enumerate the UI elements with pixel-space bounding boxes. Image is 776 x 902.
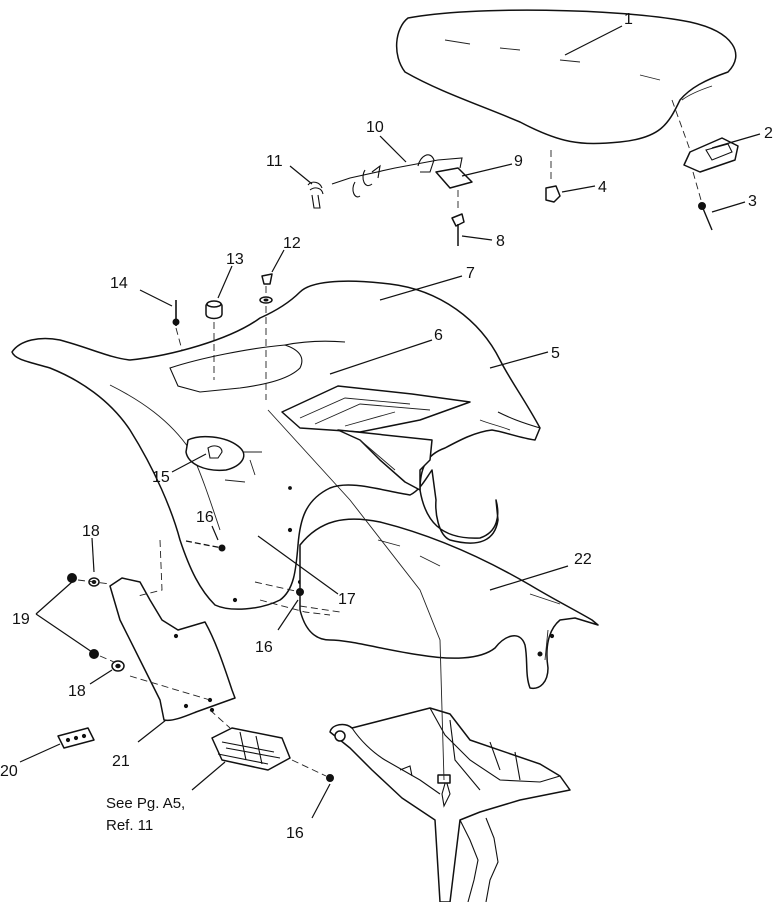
- callout-2: 2: [764, 125, 773, 142]
- part-latch-cable: [331, 154, 463, 198]
- part-frame: [329, 707, 571, 902]
- callout-15: 15: [152, 469, 170, 486]
- callout-16-bottom: 16: [286, 825, 304, 842]
- callout-1: 1: [624, 11, 633, 28]
- part-screw-12: [259, 273, 273, 304]
- part-bumper-4: [545, 185, 561, 203]
- callout-16-middle: 16: [196, 509, 214, 526]
- callout-6: 6: [434, 327, 443, 344]
- callout-18-lower: 18: [68, 683, 86, 700]
- callout-10: 10: [366, 119, 384, 136]
- part-bolt-16c: [326, 774, 334, 782]
- callout-5: 5: [551, 345, 560, 362]
- callout-20: 20: [0, 763, 18, 780]
- callout-3: 3: [748, 193, 757, 210]
- part-bolt-16a: [185, 540, 226, 552]
- callout-16-lower: 16: [255, 639, 273, 656]
- part-washer-18b: [111, 660, 125, 672]
- callout-19: 19: [12, 611, 30, 628]
- part-grommet-13: [205, 300, 223, 320]
- part-bolt-14: [172, 300, 180, 326]
- callout-12: 12: [283, 235, 301, 252]
- part-screw-3: [698, 202, 713, 231]
- reference-note-line1: See Pg. A5,: [106, 795, 185, 812]
- callout-14: 14: [110, 275, 128, 292]
- part-rear-fender: [11, 280, 541, 610]
- part-clip-15: [185, 435, 245, 472]
- part-seat: [395, 9, 737, 145]
- callout-21: 21: [112, 753, 130, 770]
- part-bolt-8: [451, 213, 465, 246]
- callout-9: 9: [514, 153, 523, 170]
- callout-22: 22: [574, 551, 592, 568]
- callout-18-upper: 18: [82, 523, 100, 540]
- callout-7: 7: [466, 265, 475, 282]
- callout-13: 13: [226, 251, 244, 268]
- part-footrest: [211, 727, 291, 771]
- callout-4: 4: [598, 179, 607, 196]
- callout-17: 17: [338, 591, 356, 608]
- callout-leaders: [19, 25, 761, 819]
- callout-11: 11: [266, 153, 283, 170]
- callout-8: 8: [496, 233, 505, 250]
- part-plate-20: [57, 727, 95, 749]
- reference-note-line2: Ref. 11: [106, 817, 153, 834]
- part-nut-19a: [67, 573, 77, 583]
- part-plate-9: [435, 167, 473, 189]
- part-spring-11: [307, 181, 324, 209]
- callout-labels: 1 2 3 4 5 6 7 8 9 10 11 12 13 14 15 16 1…: [0, 11, 773, 842]
